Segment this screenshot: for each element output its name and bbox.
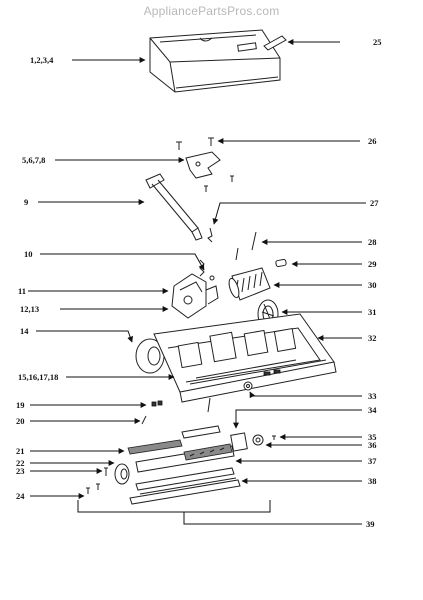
nut-33-part[interactable] — [243, 381, 253, 391]
callout-15-16-17-18: 15,16,17,18 — [18, 372, 58, 382]
bearing-end-part[interactable] — [230, 432, 276, 452]
spacer-29-part[interactable] — [275, 258, 287, 268]
callout-10: 10 — [24, 249, 33, 259]
callout-24: 24 — [16, 491, 25, 501]
pin-28-part[interactable] — [235, 231, 257, 261]
callout-36: 36 — [368, 440, 377, 450]
callout-33: 33 — [368, 391, 377, 401]
callout-28: 28 — [368, 237, 377, 247]
callout-12-13: 12,13 — [20, 304, 39, 314]
callout-23: 23 — [16, 466, 25, 476]
callout-38: 38 — [368, 476, 377, 486]
callout-26: 26 — [368, 136, 377, 146]
screw-26-part[interactable] — [176, 137, 214, 150]
callout-35: 35 — [368, 432, 377, 442]
hood-clip-part[interactable] — [263, 35, 287, 51]
motor-armature-part[interactable] — [227, 267, 271, 301]
callout-29: 29 — [368, 259, 377, 269]
hood-cover-part[interactable] — [149, 29, 281, 93]
callout-39: 39 — [366, 519, 375, 529]
callout-22: 22 — [16, 458, 25, 468]
end-cap-part[interactable] — [104, 463, 130, 485]
callout-32: 32 — [368, 333, 377, 343]
callout-11: 11 — [18, 286, 26, 296]
leader-lines — [28, 39, 366, 525]
spring-10-part[interactable] — [199, 259, 215, 281]
callout-5-6-7-8: 5,6,7,8 — [22, 155, 45, 165]
brush-roll-part[interactable] — [127, 425, 235, 473]
bottom-plate-part[interactable] — [129, 467, 241, 505]
base-chassis-part[interactable] — [153, 313, 337, 403]
callout-14: 14 — [20, 326, 29, 336]
callout-30: 30 — [368, 280, 377, 290]
callout-21: 21 — [16, 446, 25, 456]
callout-37: 37 — [368, 456, 377, 466]
callout-9: 9 — [24, 197, 28, 207]
rod-lever-part[interactable] — [145, 173, 203, 241]
callout-34: 34 — [368, 405, 377, 415]
callout-labels: 1,2,3,4 25 26 5,6,7,8 9 27 28 10 29 11 3… — [16, 37, 382, 529]
callout-25: 25 — [373, 37, 382, 47]
spring-27-part[interactable] — [207, 227, 213, 243]
pins-19-20-part[interactable] — [141, 397, 211, 425]
callout-20: 20 — [16, 416, 25, 426]
callout-1-2-3-4: 1,2,3,4 — [30, 55, 54, 65]
callout-19: 19 — [16, 400, 25, 410]
site-watermark: AppliancePartsPros.com — [143, 4, 280, 18]
callout-27: 27 — [370, 198, 379, 208]
screws-24-part[interactable] — [86, 483, 100, 494]
handle-bracket-part[interactable] — [185, 151, 234, 192]
motor-housing-part[interactable] — [171, 273, 219, 319]
callout-31: 31 — [368, 307, 377, 317]
